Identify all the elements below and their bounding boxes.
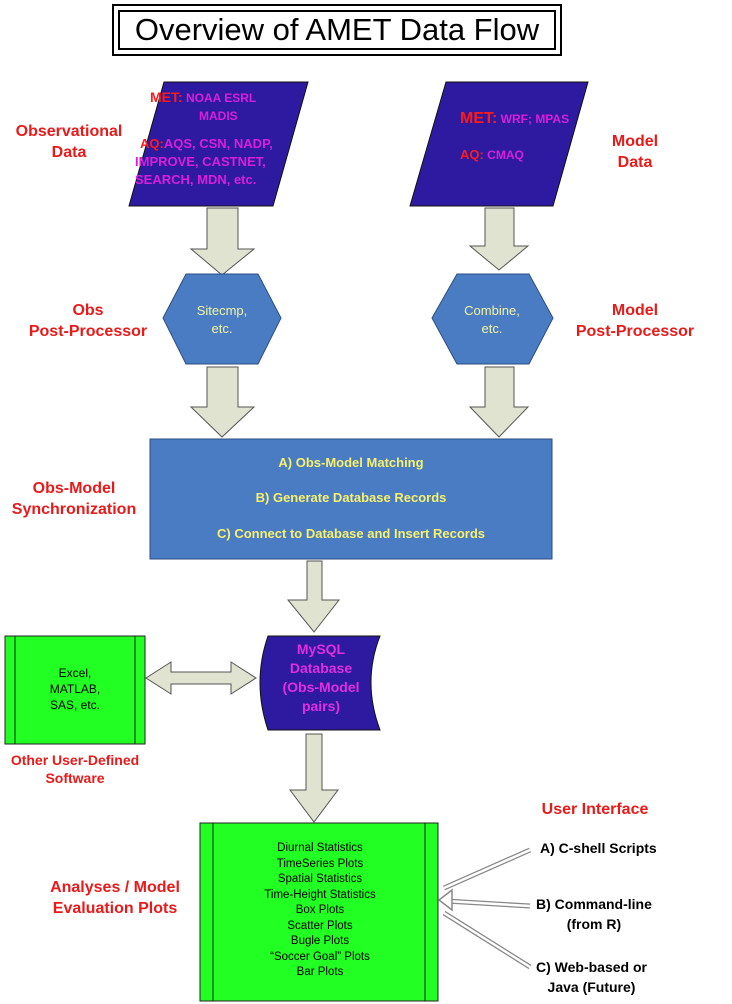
sync-label: Obs-Model Synchronization <box>11 480 137 518</box>
sync-step-a: A) Obs-Model Matching <box>278 455 424 470</box>
arrow-obs-to-post <box>189 207 256 276</box>
obs-post-hex-text: Sitecmp, etc. <box>196 303 248 336</box>
model-post-label: Model Post-Processor <box>575 302 695 340</box>
list-item: Bar Plots <box>296 966 344 978</box>
model-met-line: MET: WRF; MPAS <box>460 110 570 127</box>
database-text: MySQL Database (Obs-Model pairs) <box>282 641 360 714</box>
ui-arrow-b <box>445 898 531 909</box>
ui-arrow-c <box>442 910 532 970</box>
other-software-label: Other User-Defined Software <box>10 752 140 786</box>
other-software-box <box>4 635 146 745</box>
list-item: Box Plots <box>295 904 345 916</box>
obs-data-text: MET: NOAA ESRL MADIS AQ:AQS, CSN, NADP, … <box>135 88 310 189</box>
list-item: “Soccer Goal” Plots <box>270 950 370 963</box>
obs-aq-line: AQ:AQS, CSN, NADP, <box>140 136 273 151</box>
obs-met-line: MET: NOAA ESRL <box>150 89 257 105</box>
other-software-text: Excel, MATLAB, SAS, etc. <box>49 666 101 712</box>
list-item: Scatter Plots <box>287 919 353 932</box>
model-data-label: Model Data <box>611 133 659 171</box>
model-data-shape <box>409 81 589 207</box>
sync-step-b: B) Generate Database Records <box>255 490 447 505</box>
list-item: Time-Height Statistics <box>264 888 376 901</box>
title-box: Overview of AMET Data Flow <box>112 4 562 56</box>
arrow-model-post-to-sync <box>468 366 530 438</box>
arrow-model-to-post <box>468 207 530 271</box>
ui-option-b: B) Command-line (from R) <box>536 896 652 932</box>
analyses-box <box>199 822 439 1002</box>
obs-data-shape <box>128 81 309 207</box>
list-item: Spatial Statistics <box>277 873 363 885</box>
model-data-text: MET: WRF; MPAS AQ: CMAQ <box>460 110 590 164</box>
arrow-obs-post-to-sync <box>189 366 256 438</box>
sync-box <box>149 438 553 560</box>
user-interface-label: User Interface <box>541 801 649 818</box>
ui-arrow-a <box>442 847 532 891</box>
obs-post-label: Obs Post-Processor <box>28 302 148 340</box>
ui-option-c: C) Web-based or Java (Future) <box>536 959 647 995</box>
database-shape <box>259 635 381 731</box>
list-item: Bugle Plots <box>290 935 350 947</box>
arrow-sync-to-db <box>286 560 341 633</box>
model-post-hexagon <box>431 273 554 365</box>
analyses-list: Diurnal Statistics TimeSeries Plots Spat… <box>205 841 435 981</box>
obs-data-label: Observational Data <box>15 123 123 161</box>
sync-step-c: C) Connect to Database and Insert Record… <box>217 526 485 541</box>
model-post-hex-text: Combine, etc. <box>464 303 520 336</box>
list-item: TimeSeries Plots <box>276 857 364 870</box>
ui-option-a: A) C-shell Scripts <box>540 840 657 856</box>
arrow-db-to-analyses <box>289 733 339 823</box>
list-item: Diurnal Statistics <box>277 842 363 854</box>
analyses-label: Analyses / Model Evaluation Plots <box>50 879 180 917</box>
double-arrow-software-db <box>145 661 257 695</box>
obs-post-hexagon <box>162 273 282 365</box>
page-title: Overview of AMET Data Flow <box>118 10 556 50</box>
model-aq-line: AQ: CMAQ <box>460 147 524 162</box>
ui-arrowhead <box>437 888 453 912</box>
